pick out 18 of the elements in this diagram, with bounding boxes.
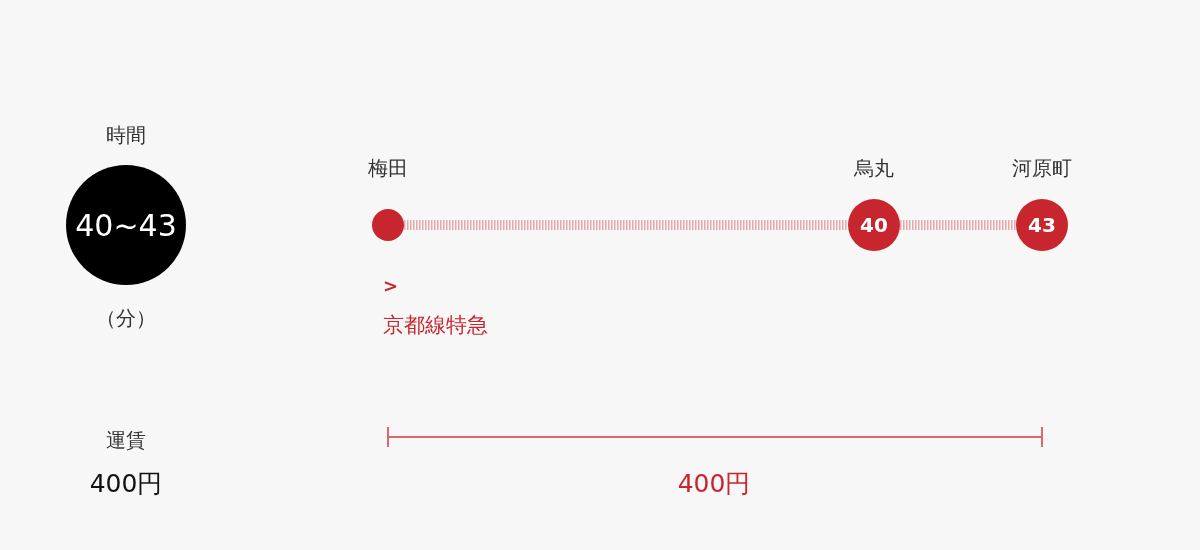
- station-time-circle: [848, 199, 900, 251]
- station-name: 河原町: [1012, 154, 1072, 182]
- fare-value: 400円: [677, 467, 751, 500]
- track-line: [404, 220, 848, 230]
- station-name: 梅田: [368, 154, 408, 182]
- unit-text: （分）: [96, 304, 156, 332]
- marker-text: >: [383, 274, 399, 296]
- time-value: 40~43: [75, 207, 177, 243]
- station-dot: [372, 209, 404, 241]
- fare-heading: 運賃: [106, 426, 146, 454]
- station-time-circle: [1016, 199, 1068, 251]
- arrival-time: 43: [1028, 213, 1056, 237]
- fare-value: 400円: [89, 467, 163, 500]
- train-type: 京都線特急: [383, 312, 488, 339]
- time-heading: 時間: [106, 121, 146, 149]
- station-name: 烏丸: [854, 154, 894, 182]
- arrival-time: 40: [860, 213, 888, 237]
- track-line: [900, 220, 1016, 230]
